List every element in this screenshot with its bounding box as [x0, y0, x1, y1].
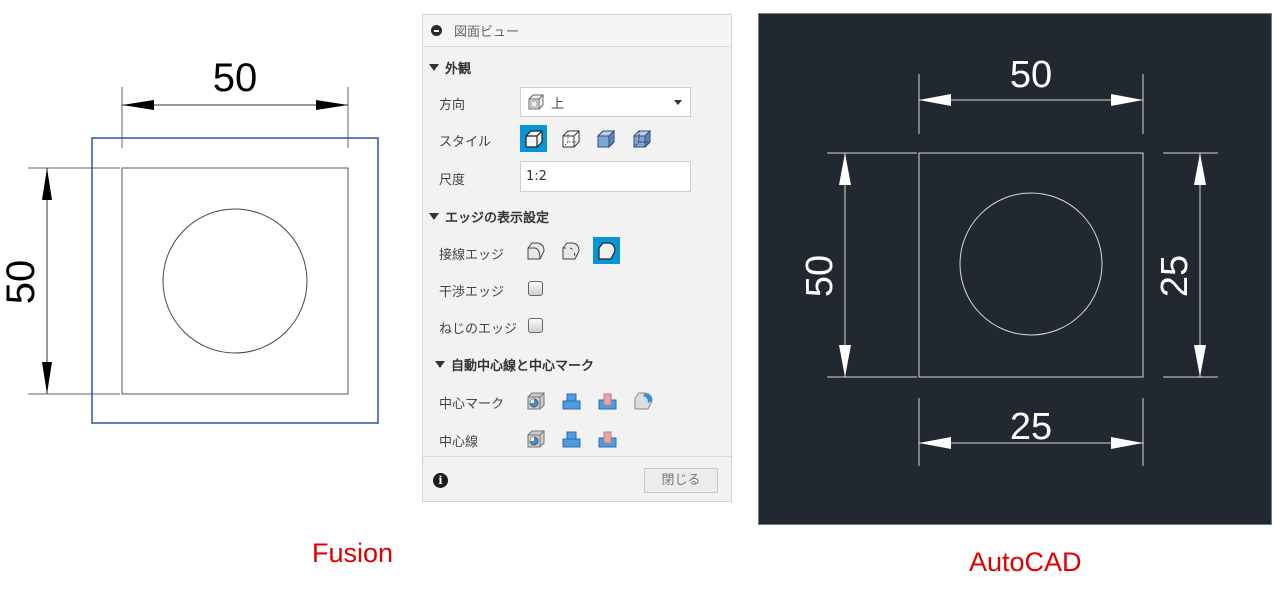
cube-hidden-edges-icon: [562, 130, 579, 147]
view-cube-icon: [528, 94, 544, 110]
drawing-view-panel: 図面ビュー 外観 方向 上 スタイル: [422, 14, 732, 502]
hole-block-icon: [527, 430, 544, 447]
view-selection-frame[interactable]: [91, 137, 379, 424]
autocad-dim-top: 50: [1010, 54, 1052, 96]
center-mark-fillet-button[interactable]: [629, 387, 656, 414]
autocad-caption: AutoCAD: [969, 547, 1082, 577]
rounded-block-short-icon: [562, 242, 580, 259]
triangle-down-icon: [435, 361, 445, 368]
autocad-dim-bottom: 25: [1010, 406, 1052, 448]
section-centerlines[interactable]: 自動中心線と中心マーク: [435, 355, 594, 374]
autocad-dim-right: 25: [1154, 255, 1196, 297]
thread-edges-checkbox[interactable]: [528, 318, 543, 333]
close-button[interactable]: 閉じる: [644, 468, 718, 493]
interference-edges-label: 干渉エッジ: [439, 285, 505, 300]
interference-edges-checkbox[interactable]: [528, 281, 543, 296]
panel-footer: i 閉じる: [423, 456, 731, 503]
dropdown-arrow-icon: [674, 100, 682, 105]
centerline-label: 中心線: [439, 435, 479, 450]
tangent-edge-off-button[interactable]: [593, 237, 620, 264]
section-edge-display[interactable]: エッジの表示設定: [429, 207, 549, 226]
style-hidden-edges-button[interactable]: [557, 125, 584, 152]
tangent-edge-short-button[interactable]: [557, 237, 584, 264]
slot-icon: [598, 431, 616, 447]
centerline-hole-button[interactable]: [522, 425, 549, 452]
tangent-edges-label: 接線エッジ: [439, 248, 505, 263]
center-mark-hole-button[interactable]: [522, 387, 549, 414]
center-mark-cylinder-button[interactable]: [557, 387, 584, 414]
autocad-drawing-area: 50 50 25 25: [758, 13, 1272, 525]
triangle-down-icon: [429, 64, 439, 71]
slot-icon: [598, 393, 616, 409]
orientation-label: 方向: [439, 98, 466, 113]
thread-edges-label: ねじのエッジ: [439, 322, 518, 337]
style-shaded-button[interactable]: [592, 125, 619, 152]
style-label: スタイル: [439, 135, 492, 150]
autocad-drawing: 50 50 25 25: [799, 54, 1218, 466]
boss-icon: [562, 393, 580, 409]
fusion-dim-left: 50: [0, 260, 43, 305]
autocad-dim-left: 50: [799, 255, 841, 297]
fusion-caption: Fusion: [312, 538, 394, 568]
center-mark-label: 中心マーク: [439, 397, 505, 412]
scale-input[interactable]: 1:2: [520, 161, 691, 192]
triangle-down-icon: [429, 213, 439, 220]
cube-wire-icon: [524, 129, 543, 148]
center-mark-slot-button[interactable]: [593, 387, 620, 414]
fillet-icon: [634, 392, 653, 409]
cube-shaded-icon: [596, 129, 615, 148]
centerline-slot-button[interactable]: [593, 425, 620, 452]
panel-title: 図面ビュー: [454, 25, 520, 40]
fusion-dim-top: 50: [213, 56, 258, 100]
style-visible-edges-button[interactable]: [520, 125, 547, 152]
rounded-block-icon: [527, 242, 545, 259]
style-shaded-hidden-button[interactable]: [628, 125, 655, 152]
rounded-block-off-icon: [597, 241, 616, 260]
centerline-cylinder-button[interactable]: [557, 425, 584, 452]
section-appearance[interactable]: 外観: [429, 58, 471, 77]
panel-header: 図面ビュー: [423, 15, 731, 47]
orientation-dropdown[interactable]: 上: [520, 87, 691, 117]
fusion-drawing: 50 50: [0, 56, 379, 424]
cube-shaded-hidden-icon: [632, 129, 651, 148]
hole-block-icon: [527, 392, 544, 409]
boss-icon: [562, 431, 580, 447]
tangent-edge-full-button[interactable]: [522, 237, 549, 264]
collapse-icon[interactable]: [431, 25, 442, 36]
orientation-value: 上: [551, 96, 565, 112]
scale-label: 尺度: [439, 173, 466, 188]
info-icon[interactable]: i: [433, 473, 448, 488]
